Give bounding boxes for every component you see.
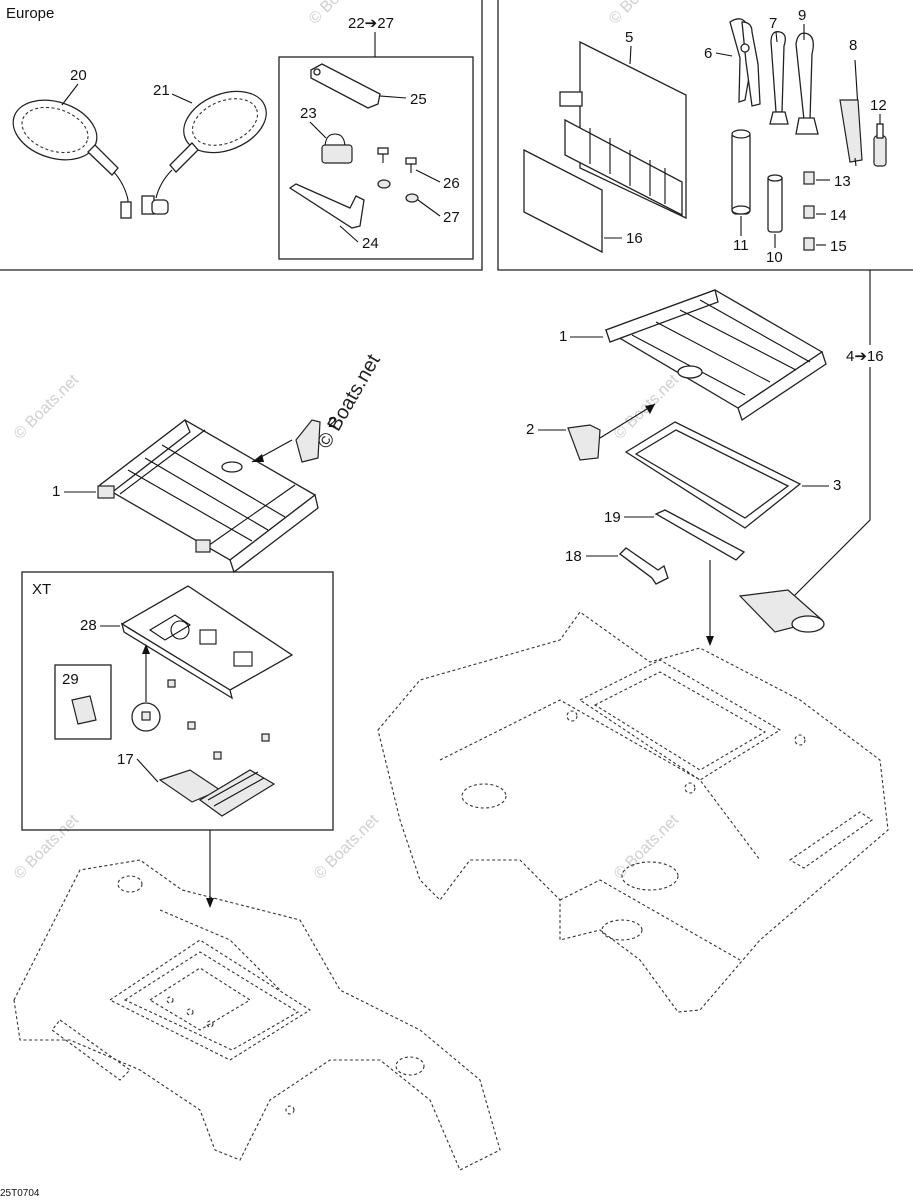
bracket-part-25 — [310, 63, 381, 109]
strap-part-19 — [654, 509, 746, 561]
watermark-1: © Boats.net — [11, 371, 83, 443]
callout-26: 26 — [443, 175, 460, 192]
callout-29: 29 — [62, 671, 79, 688]
callout-1-right: 1 — [559, 328, 567, 345]
callout-21: 21 — [153, 82, 170, 99]
callout-24: 24 — [362, 235, 379, 252]
hex-bits-parts-13-15 — [803, 171, 815, 251]
pliers-part-6 — [729, 18, 761, 107]
brand-watermark: © Boats.net — [313, 350, 385, 452]
callout-7: 7 — [769, 15, 777, 32]
range-22-27-label: 22➔27 — [348, 15, 394, 32]
hinge-part-17 — [158, 769, 276, 817]
bracket-part-24 — [288, 183, 365, 229]
callout-14: 14 — [830, 207, 847, 224]
callout-19: 19 — [604, 509, 621, 526]
toolkit-callouts: 5 6 7 9 8 12 13 14 15 11 10 16 — [604, 7, 887, 266]
range-4-16-label: 4➔16 — [846, 348, 884, 365]
wrench-part-9 — [795, 32, 819, 135]
toolkit-frame: 4➔16 — [497, 0, 913, 611]
rear-rack-left-part-1 — [97, 418, 319, 574]
callout-8: 8 — [849, 37, 857, 54]
callout-9: 9 — [798, 7, 806, 24]
bolts-part-26 — [377, 147, 417, 173]
tool-pouch-part-5 — [559, 40, 687, 220]
drawing-code: 25T0704 — [0, 1188, 40, 1199]
latch-left-part-2 — [251, 419, 321, 463]
xt-callouts: 28 29 17 — [62, 617, 159, 783]
europe-frame: Europe 22➔27 — [0, 0, 483, 271]
callout-2-right: 2 — [526, 421, 534, 438]
callout-6: 6 — [704, 45, 712, 62]
pad-part-roll — [738, 589, 825, 633]
callout-11: 11 — [733, 237, 749, 254]
callout-3: 3 — [833, 477, 841, 494]
manual-part-16 — [523, 148, 603, 254]
bit-driver-part-12 — [873, 123, 887, 167]
clip-part-29 — [54, 644, 161, 740]
right-rack-callouts: 1 2 3 19 18 — [526, 328, 841, 565]
watermark-4: © Boats.net — [611, 811, 683, 883]
callout-13: 13 — [834, 173, 851, 190]
rear-fender-left — [13, 859, 501, 1171]
mirror-left-part-20 — [12, 99, 132, 219]
callout-20: 20 — [70, 67, 87, 84]
screwdriver-part-8 — [839, 59, 863, 167]
callout-1-left: 1 — [52, 483, 60, 500]
callout-12: 12 — [870, 97, 887, 114]
callout-23: 23 — [300, 105, 317, 122]
xt-label: XT — [32, 581, 51, 598]
callout-10: 10 — [766, 249, 783, 266]
callout-27: 27 — [443, 209, 460, 226]
lock-part-23 — [321, 133, 353, 164]
callout-5: 5 — [625, 29, 633, 46]
europe-callouts: 20 21 23 25 26 27 24 — [61, 67, 460, 252]
callout-16: 16 — [626, 230, 643, 247]
seal-part-3 — [624, 421, 802, 529]
watermark-7: © Boats.net — [606, 0, 678, 28]
callout-25: 25 — [410, 91, 427, 108]
europe-label: Europe — [6, 5, 54, 22]
socket-wrench-part-11 — [731, 129, 751, 215]
callout-17: 17 — [117, 751, 134, 768]
rear-rack-right-part-1 — [604, 289, 827, 422]
callout-15: 15 — [830, 238, 847, 255]
key-part-18 — [619, 547, 669, 585]
latch-right-part-2 — [567, 403, 656, 461]
mirror-right-part-21 — [141, 90, 267, 215]
rear-fender-right — [377, 611, 889, 1013]
callout-28: 28 — [80, 617, 97, 634]
callout-18: 18 — [565, 548, 582, 565]
watermark-3: © Boats.net — [311, 811, 383, 883]
xt-frame: XT — [21, 571, 334, 831]
socket-wrench-part-10 — [767, 174, 783, 233]
callout-2-left: 2 — [328, 414, 336, 431]
wrench-part-7 — [769, 31, 789, 125]
push-clips — [167, 679, 270, 760]
nuts-part-27 — [377, 179, 419, 203]
left-rack-callouts: 1 2 — [52, 414, 336, 500]
tray-part-28 — [120, 585, 294, 700]
